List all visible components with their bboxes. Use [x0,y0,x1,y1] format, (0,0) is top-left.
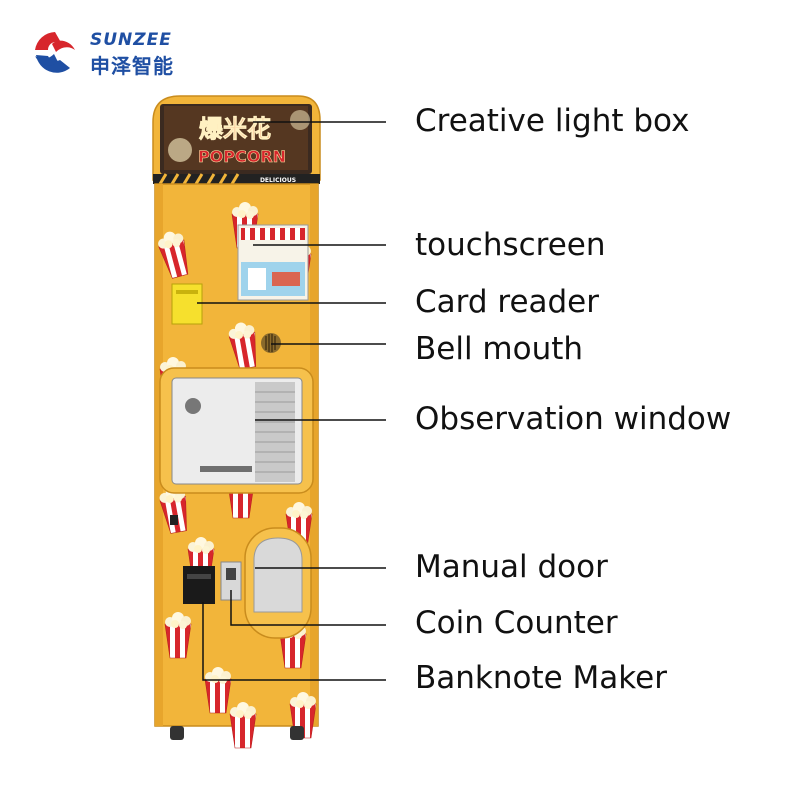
machine-wheels [170,726,304,740]
callout-lines [197,121,386,681]
sunzee-logo-icon [35,32,75,73]
brand-name-en: SUNZEE [90,30,172,50]
callout-bell-mouth: Bell mouth [415,331,584,367]
brand-name-cn: 申泽智能 [90,54,174,78]
creative-light-box: 爆米花 POPCORN DELICIOUS [152,95,321,185]
lightbox-title-en: POPCORN [198,147,286,166]
callout-card-reader: Card reader [415,284,600,320]
callout-creative-light-box: Creative light box [415,103,690,139]
bell-mouth [261,333,281,353]
lightbox-subtitle: DELICIOUS [260,177,296,184]
lightbox-title-cn: 爆米花 [199,115,271,143]
callout-coin-counter: Coin Counter [415,605,618,641]
touchscreen [237,224,309,301]
callout-observation-window: Observation window [415,401,732,437]
callout-manual-door: Manual door [415,549,608,585]
observation-window [159,367,314,494]
manual-door [244,527,312,639]
card-reader [171,283,203,325]
lock-icon [170,515,178,525]
callout-banknote-maker: Banknote Maker [415,660,667,696]
brand-logo: SUNZEE 申泽智能 [30,28,230,78]
banknote-maker [183,566,215,604]
coin-counter [220,561,242,601]
callout-touchscreen: touchscreen [415,227,606,263]
